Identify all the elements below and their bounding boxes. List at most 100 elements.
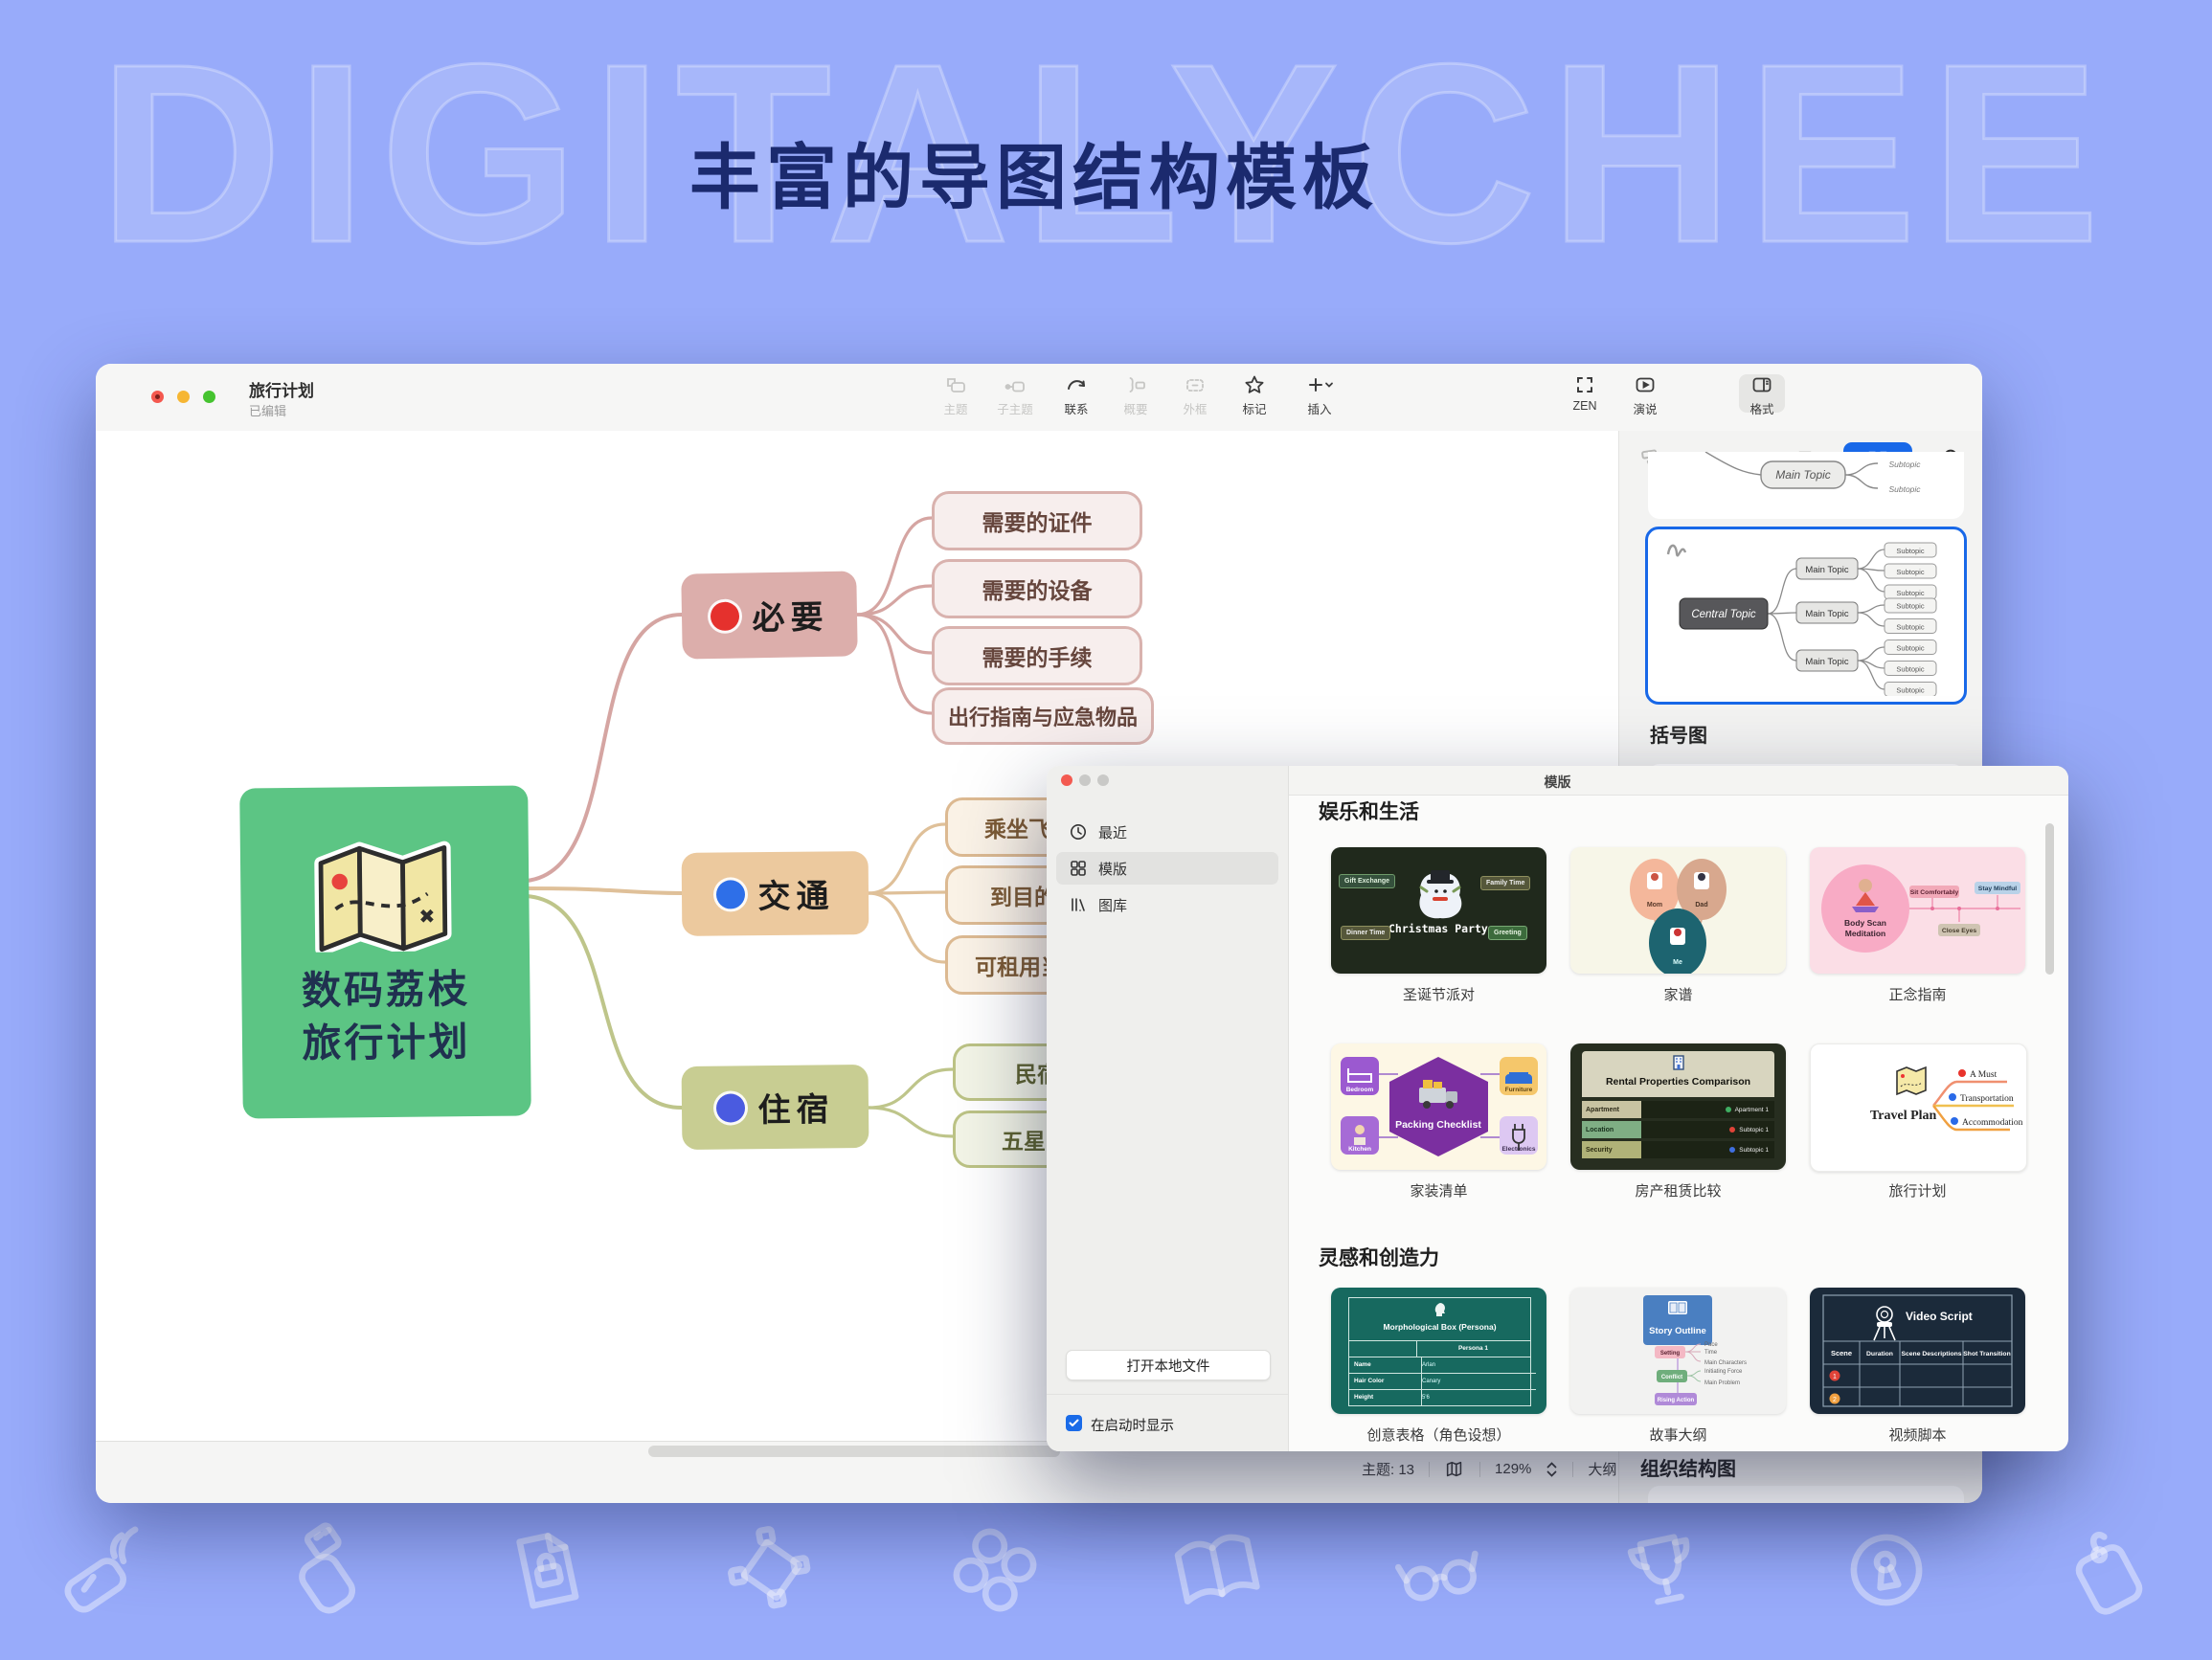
open-book-icon (1175, 1534, 1261, 1604)
outline-view-button[interactable]: 大纲 (1588, 1462, 1617, 1478)
branch-topic-necessary[interactable]: 必要 (681, 571, 858, 660)
svg-text:Subtopic: Subtopic (1888, 460, 1921, 469)
central-topic[interactable]: 数码荔枝 旅行计划 (239, 785, 531, 1119)
template-card-family[interactable]: Mom Dad Me (1570, 847, 1786, 974)
format-button[interactable]: 格式 (1731, 373, 1793, 417)
structure-thumbnail-partial-top[interactable]: Main Topic Subtopic Subtopic (1648, 452, 1964, 519)
svg-text:Meditation: Meditation (1845, 929, 1886, 938)
template-label: 旅行计划 (1888, 1183, 1947, 1200)
minimize-window-button[interactable] (177, 391, 190, 403)
star-icon (1245, 375, 1264, 393)
svg-text:Subtopic: Subtopic (1896, 589, 1924, 597)
snowman-icon (1419, 870, 1462, 919)
knot-icon (953, 1528, 1036, 1612)
section-org-chart: 组织结构图 (1640, 1459, 1736, 1480)
presentation-icon (1636, 377, 1655, 393)
red-dot-marker-icon (710, 601, 739, 631)
template-card-christmas[interactable]: Christmas Party Gift Exchange Dinner Tim… (1331, 847, 1546, 974)
horizontal-scrollbar[interactable] (648, 1446, 1060, 1457)
library-icon (1072, 898, 1085, 911)
glasses-icon (1395, 1550, 1478, 1602)
marker-button[interactable]: 标记 (1224, 373, 1285, 417)
document-edited-badge: 已编辑 (249, 404, 287, 418)
svg-text:Main Problem: Main Problem (1704, 1380, 1740, 1386)
meditation-figure-icon (1852, 879, 1879, 912)
svg-text:Dad: Dad (1695, 902, 1707, 909)
branch-topic-transport[interactable]: 交通 (681, 851, 869, 936)
nav-library[interactable]: 图库 (1056, 888, 1278, 921)
zoom-level[interactable]: 129% (1495, 1461, 1532, 1477)
template-card-mindful[interactable]: Body Scan Meditation Sit Comfortably Sta… (1810, 847, 2025, 974)
section-bracket-map: 括号图 (1650, 726, 1707, 747)
svg-text:Subtopic: Subtopic (1896, 644, 1924, 653)
org-thumbnail-partial[interactable] (1648, 1486, 1964, 1503)
zen-icon (1577, 377, 1592, 393)
check-icon (1069, 1419, 1079, 1426)
template-label: 创意表格（角色设想） (1366, 1427, 1511, 1444)
svg-text:Video Script: Video Script (1906, 1310, 1973, 1323)
branch-topic-lodging[interactable]: 住宿 (681, 1064, 869, 1151)
template-card-persona[interactable]: Morphological Box (Persona) Persona 1 Na… (1331, 1288, 1546, 1414)
template-label: 圣诞节派对 (1402, 987, 1475, 1003)
open-local-file-button[interactable]: 打开本地文件 (1066, 1350, 1271, 1380)
svg-text:Initiating Force: Initiating Force (1704, 1369, 1743, 1375)
central-topic-line2: 旅行计划 (302, 1020, 471, 1066)
subtopic-button[interactable]: 子主题 (984, 373, 1046, 417)
zen-mode-button[interactable]: ZEN (1554, 373, 1615, 413)
template-card-video[interactable]: Video Script Scene Duration Scene Descri… (1810, 1288, 2025, 1414)
svg-text:Duration: Duration (1866, 1351, 1893, 1357)
modal-close-button[interactable] (1061, 774, 1072, 786)
subtopic-equipment[interactable]: 需要的设备 (932, 559, 1142, 618)
modal-scrollbar[interactable] (2045, 823, 2054, 975)
subtopic-documents[interactable]: 需要的证件 (932, 491, 1142, 550)
topic-button[interactable]: 主题 (925, 373, 986, 417)
map-overview-icon[interactable] (1444, 1460, 1465, 1479)
svg-text:Subtopic: Subtopic (1896, 623, 1924, 632)
relationship-icon (1068, 380, 1085, 390)
svg-text:Subtopic: Subtopic (1888, 484, 1921, 494)
svg-text:Setting: Setting (1660, 1351, 1681, 1357)
section-inspiration: 灵感和创造力 (1319, 1247, 1439, 1269)
insert-button[interactable]: 插入 (1289, 373, 1350, 417)
thumb-central-topic: Central Topic (1691, 609, 1756, 620)
modal-zoom-button[interactable] (1097, 774, 1109, 786)
svg-text:Subtopic: Subtopic (1896, 602, 1924, 611)
building-icon (1672, 1055, 1684, 1070)
template-card-rental[interactable]: Rental Properties Comparison Apartment A… (1570, 1043, 1786, 1170)
structure-thumbnail-selected[interactable]: Central Topic Main Topic Main Topic Main… (1645, 527, 1967, 705)
subtopic-guide-emergency[interactable]: 出行指南与应急物品 (932, 687, 1154, 745)
svg-text:Subtopic: Subtopic (1896, 568, 1924, 576)
template-card-travel[interactable]: Travel Plan A Must Transportation Accomm… (1810, 1043, 2027, 1172)
relationship-button[interactable]: 联系 (1046, 373, 1107, 417)
file-lock-icon (516, 1533, 579, 1609)
zoom-window-button[interactable] (203, 391, 215, 403)
zoom-stepper-icon[interactable] (1546, 1461, 1558, 1478)
page-headline: 丰富的导图结构模板 (689, 138, 1379, 217)
sidebar-divider (1047, 1394, 1288, 1395)
svg-text:Main Topic: Main Topic (1805, 657, 1848, 667)
summary-button[interactable]: 概要 (1105, 373, 1166, 417)
svg-text:Close Eyes: Close Eyes (1942, 928, 1976, 934)
boundary-button[interactable]: 外框 (1164, 373, 1226, 417)
template-card-story[interactable]: Story Outline Setting Pace Time Main Cha… (1570, 1288, 1786, 1414)
svg-text:Packing Checklist: Packing Checklist (1395, 1119, 1481, 1131)
modal-minimize-button[interactable] (1079, 774, 1091, 786)
mindmap-connectors (525, 516, 955, 1138)
show-on-startup-checkbox[interactable] (1066, 1415, 1082, 1431)
svg-text:Shot Transition: Shot Transition (1963, 1351, 2010, 1357)
nav-recent[interactable]: 最近 (1056, 816, 1278, 848)
nav-templates[interactable]: 模版 (1056, 852, 1278, 885)
usb-drive-icon (299, 1522, 355, 1614)
present-button[interactable]: 演说 (1614, 373, 1676, 417)
svg-text:Subtopic: Subtopic (1896, 547, 1924, 555)
svg-text:Conflict: Conflict (1661, 1375, 1682, 1380)
template-card-packing[interactable]: Packing Checklist Bedroom Furniture Kitc… (1331, 1043, 1546, 1170)
map-illustration-icon (314, 841, 452, 953)
close-window-button[interactable] (151, 391, 164, 403)
format-button-highlight (1739, 374, 1785, 413)
svg-text:Accommodation: Accommodation (1962, 1118, 2023, 1128)
svg-text:Mom: Mom (1647, 902, 1662, 909)
subtopic-procedures[interactable]: 需要的手续 (932, 626, 1142, 685)
camera-icon (1873, 1306, 1896, 1341)
mini-map-icon (1896, 1066, 1927, 1096)
